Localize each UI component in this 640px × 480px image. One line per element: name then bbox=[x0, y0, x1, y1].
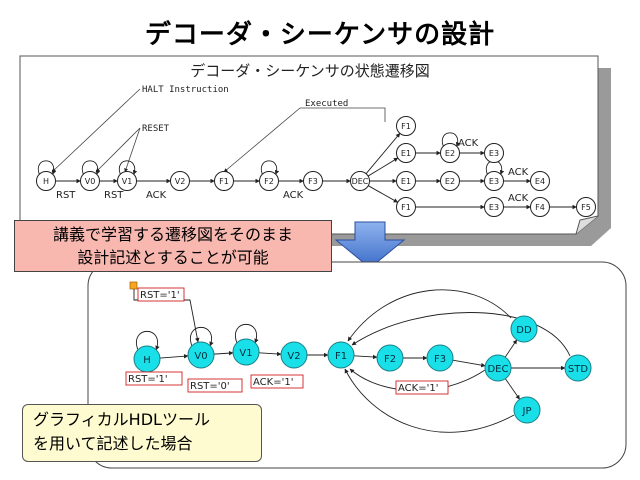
down-arrow bbox=[334, 221, 406, 269]
annot-halt: HALT Instruction bbox=[142, 85, 229, 95]
upper-state-label: E4 bbox=[535, 177, 545, 186]
lower-state bbox=[484, 354, 512, 382]
upper-state bbox=[530, 171, 550, 191]
lower-state bbox=[280, 341, 308, 369]
condition-label: RST='0' bbox=[190, 381, 230, 392]
annot-executed: Executed bbox=[305, 99, 348, 109]
upper-state-label: E1 bbox=[401, 177, 411, 186]
upper-state-label: E2 bbox=[445, 177, 455, 186]
upper-state-label: F1 bbox=[401, 203, 411, 212]
upper-edge-label: ACK bbox=[458, 138, 479, 149]
upper-edge-label: ACK bbox=[146, 190, 167, 201]
callout-line-2: を用いて記述した場合 bbox=[33, 434, 193, 453]
upper-state bbox=[36, 171, 56, 191]
upper-state-label: F5 bbox=[581, 203, 591, 212]
upper-state bbox=[440, 171, 460, 191]
upper-edge-label: ACK bbox=[508, 167, 529, 178]
upper-state bbox=[214, 171, 234, 191]
lower-state bbox=[513, 396, 541, 424]
upper-state-label: E3 bbox=[489, 203, 499, 212]
annot-reset: RESET bbox=[142, 124, 170, 134]
upper-state-label: F1 bbox=[219, 177, 229, 186]
upper-state-label: H bbox=[43, 177, 49, 186]
upper-state bbox=[396, 143, 416, 163]
upper-state bbox=[530, 197, 550, 217]
condition-label-box bbox=[395, 380, 449, 395]
lower-state-label: V2 bbox=[287, 351, 300, 362]
lower-state-label: F2 bbox=[384, 354, 396, 365]
upper-state bbox=[396, 171, 416, 191]
upper-state bbox=[259, 171, 279, 191]
callout-line-1: 講義で学習する遷移図をそのまま bbox=[52, 225, 293, 244]
lower-state bbox=[510, 315, 538, 343]
reset-marker bbox=[129, 281, 138, 290]
callout-line-2: 設計記述とすることが可能 bbox=[77, 248, 269, 267]
condition-label: RST='1' bbox=[140, 290, 180, 301]
lower-state bbox=[564, 354, 592, 382]
upper-state bbox=[440, 143, 460, 163]
callout-reuse-diagram: 講義で学習する遷移図をそのまま 設計記述とすることが可能 bbox=[14, 220, 332, 272]
upper-edge-label: ACK bbox=[283, 190, 304, 201]
condition-label-box bbox=[250, 374, 304, 389]
upper-state-label: F2 bbox=[264, 177, 274, 186]
lower-state bbox=[426, 344, 454, 372]
condition-label-box bbox=[125, 371, 183, 386]
upper-state-label: F4 bbox=[535, 203, 545, 212]
lower-state bbox=[187, 341, 215, 369]
upper-state bbox=[80, 171, 100, 191]
upper-state bbox=[484, 197, 504, 217]
lower-state-label: STD bbox=[568, 364, 588, 375]
upper-state bbox=[350, 171, 370, 191]
upper-state-label: V2 bbox=[175, 177, 186, 186]
upper-edge-label: ACK bbox=[508, 193, 529, 204]
upper-state-label: E1 bbox=[401, 149, 411, 158]
upper-panel: デコーダ・シーケンサの状態遷移図 bbox=[19, 55, 611, 246]
lower-state-label: V1 bbox=[239, 348, 252, 359]
upper-state bbox=[396, 197, 416, 217]
lower-state-label: JP bbox=[522, 406, 532, 417]
lower-state bbox=[327, 341, 355, 369]
condition-label: ACK='1' bbox=[398, 383, 438, 394]
upper-state-label: V0 bbox=[85, 177, 96, 186]
callout-line-1: グラフィカルHDLツール bbox=[33, 410, 210, 429]
condition-label: RST='1' bbox=[128, 374, 168, 385]
lower-state-label: F1 bbox=[335, 351, 347, 362]
upper-state-label: V1 bbox=[122, 177, 133, 186]
upper-state bbox=[117, 171, 137, 191]
lower-state-label: H bbox=[143, 355, 151, 366]
callout-graphical-hdl: グラフィカルHDLツール を用いて記述した場合 bbox=[22, 404, 262, 462]
upper-state bbox=[170, 171, 190, 191]
upper-caption: デコーダ・シーケンサの状態遷移図 bbox=[190, 62, 430, 80]
upper-state-label: F1 bbox=[401, 122, 411, 131]
upper-state bbox=[303, 171, 323, 191]
upper-state-label: DEC bbox=[352, 177, 369, 186]
upper-state-label: E3 bbox=[489, 149, 499, 158]
condition-label: ACK='1' bbox=[253, 377, 293, 388]
upper-edge-label: RST bbox=[56, 190, 76, 201]
upper-state bbox=[576, 197, 596, 217]
upper-state-label: E3 bbox=[489, 177, 499, 186]
lower-state bbox=[232, 338, 260, 366]
lower-state bbox=[376, 344, 404, 372]
lower-state-label: V0 bbox=[194, 351, 207, 362]
upper-edge-label: RST bbox=[104, 190, 124, 201]
lower-state-label: DEC bbox=[487, 364, 508, 375]
lower-state-label: F3 bbox=[434, 354, 446, 365]
lower-state-label: DD bbox=[516, 325, 532, 336]
condition-label-box bbox=[137, 287, 185, 302]
page-title: デコーダ・シーケンサの設計 bbox=[144, 20, 496, 50]
condition-label-box bbox=[187, 378, 243, 393]
upper-state-label: F3 bbox=[308, 177, 318, 186]
upper-state bbox=[396, 116, 416, 136]
upper-state bbox=[484, 171, 504, 191]
upper-state bbox=[484, 143, 504, 163]
upper-state-label: E2 bbox=[445, 149, 455, 158]
